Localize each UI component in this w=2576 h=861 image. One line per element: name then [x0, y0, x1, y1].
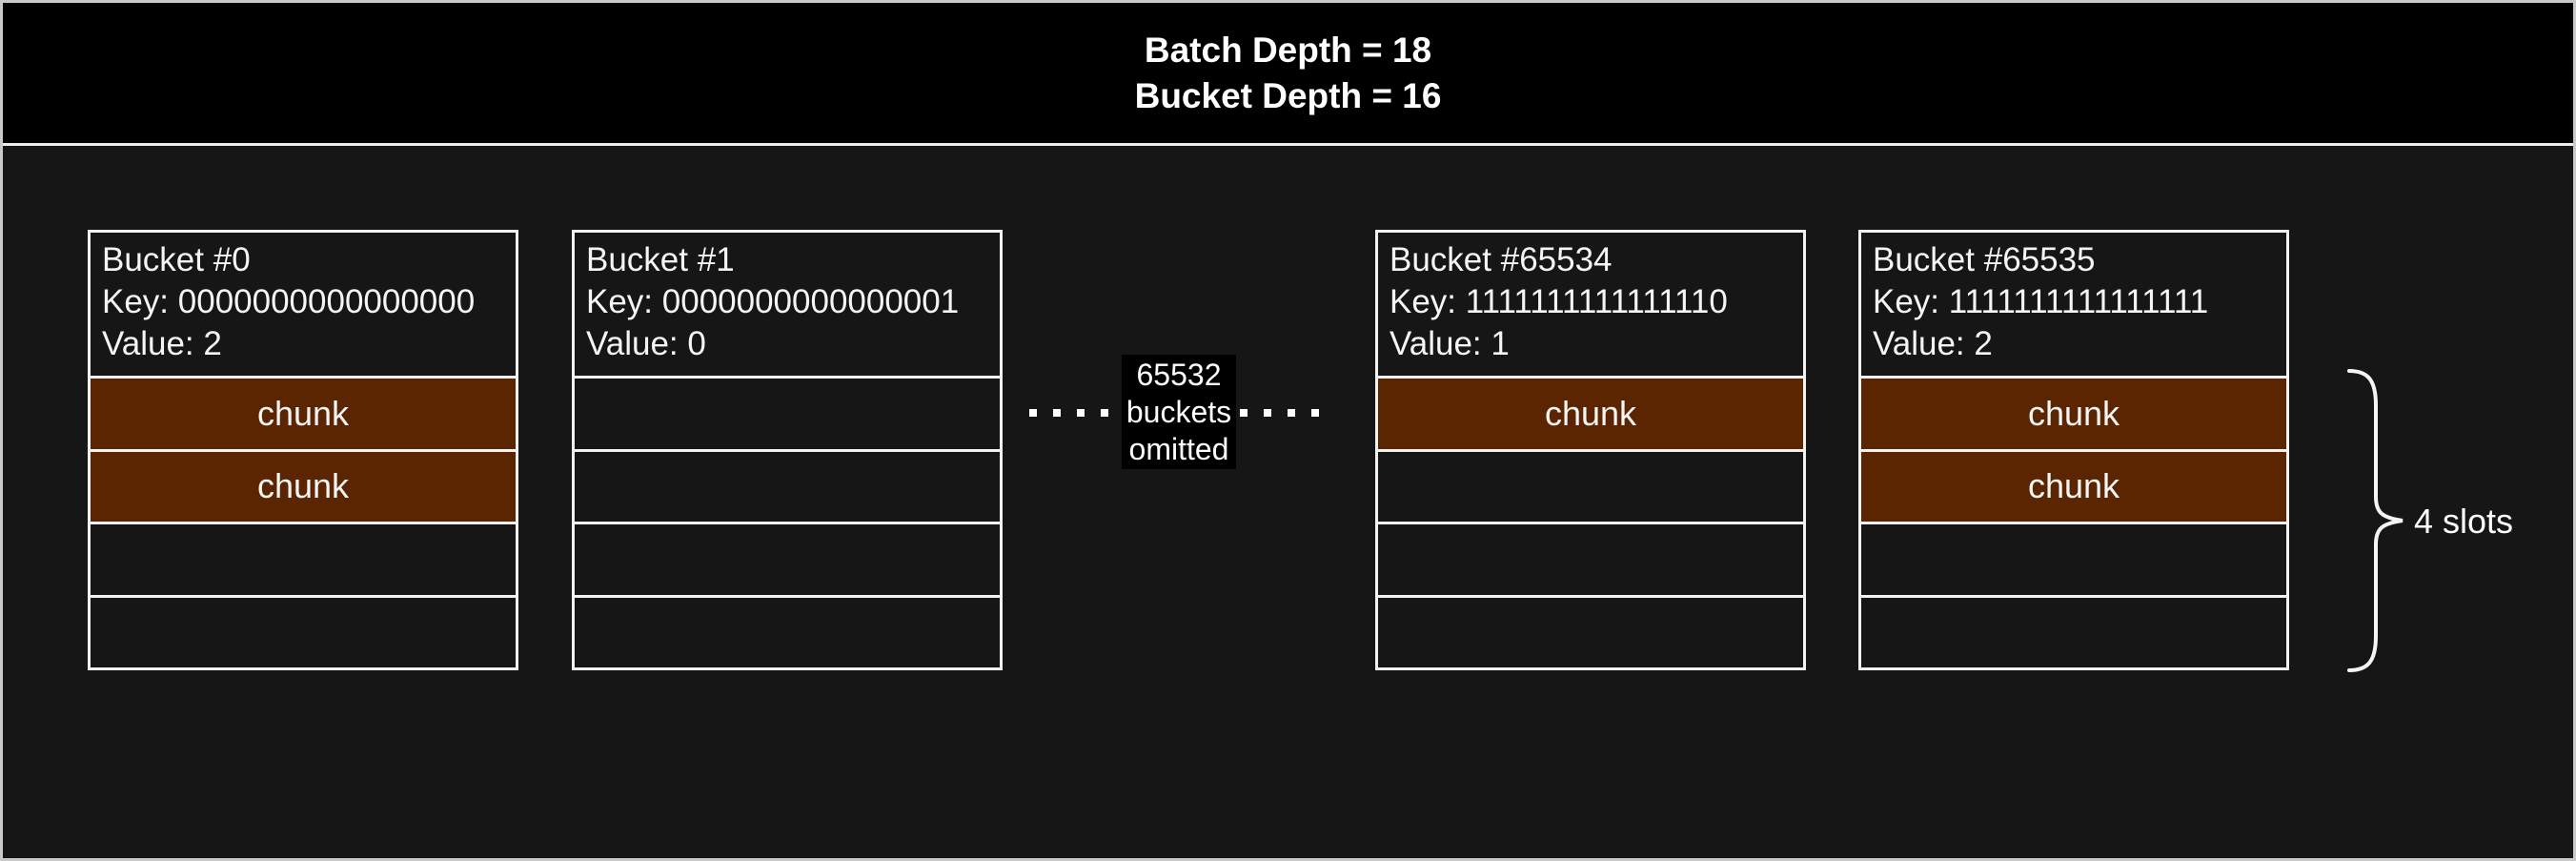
- bucket-0-slot-1: chunk: [91, 448, 516, 522]
- omitted-buckets-note: 65532 buckets omitted: [1122, 355, 1236, 469]
- ellipsis-dot: [1264, 409, 1271, 417]
- batch-depth-label: Batch Depth = 18: [1144, 30, 1432, 70]
- bucket-65535-slot-2: [1861, 522, 2286, 595]
- bucket-1-slot-0: [575, 376, 1000, 449]
- bucket-box-1: Bucket #1 Key: 0000000000000001 Value: 0: [572, 230, 1003, 670]
- bucket-65534-slot-2: [1378, 522, 1803, 595]
- bucket-1-key: Key: 0000000000000001: [586, 283, 960, 320]
- ellipsis-dot: [1311, 409, 1319, 417]
- slots-count-label: 4 slots: [2414, 502, 2514, 541]
- bucket-depth-label: Bucket Depth = 16: [1134, 75, 1442, 115]
- omitted-word-buckets: buckets: [1126, 394, 1232, 429]
- ellipsis-dot: [1240, 409, 1247, 417]
- bucket-1-header: Bucket #1 Key: 0000000000000001 Value: 0: [575, 233, 1000, 376]
- bucket-1-slot-3: [575, 594, 1000, 668]
- bucket-0-key: Key: 0000000000000000: [102, 283, 476, 320]
- omitted-count: 65532: [1136, 357, 1222, 392]
- bucket-65534-title: Bucket #65534: [1389, 241, 1613, 278]
- bucket-0-title: Bucket #0: [102, 241, 251, 278]
- bucket-1-slot-1: [575, 448, 1000, 523]
- ellipsis-dot: [1053, 409, 1061, 417]
- bucket-0-value: Value: 2: [102, 325, 222, 362]
- bucket-1-slot-2: [575, 522, 1000, 595]
- bucket-65534-slot-1: [1378, 448, 1803, 523]
- bucket-0-slot-2: [91, 522, 516, 595]
- bucket-65535-value: Value: 2: [1873, 325, 1993, 362]
- bucket-65534-value: Value: 1: [1389, 325, 1510, 362]
- bucket-box-65534: Bucket #65534 Key: 1111111111111110 Valu…: [1375, 230, 1806, 670]
- omitted-word-omitted: omitted: [1128, 431, 1229, 466]
- bucket-65535-slot-3: [1861, 594, 2286, 668]
- bucket-1-value: Value: 0: [586, 325, 706, 362]
- bucket-0-slot-0: chunk: [91, 376, 516, 449]
- header-banner: Batch Depth = 18 Bucket Depth = 16: [3, 3, 2573, 146]
- bucket-65535-title: Bucket #65535: [1873, 241, 2096, 278]
- bucket-1-title: Bucket #1: [586, 241, 735, 278]
- bucket-65535-header: Bucket #65535 Key: 1111111111111111 Valu…: [1861, 233, 2286, 376]
- ellipsis-dot: [1029, 409, 1037, 417]
- ellipsis-dot: [1288, 409, 1295, 417]
- bucket-0-header: Bucket #0 Key: 0000000000000000 Value: 2: [91, 233, 516, 376]
- ellipsis-dot: [1101, 409, 1108, 417]
- ellipsis-dot: [1077, 409, 1085, 417]
- bucket-65535-slot-0: chunk: [1861, 376, 2286, 449]
- bucket-65534-slot-0: chunk: [1378, 376, 1803, 449]
- bucket-0-slot-3: [91, 594, 516, 668]
- slots-brace-icon: [2347, 369, 2404, 672]
- bucket-box-65535: Bucket #65535 Key: 1111111111111111 Valu…: [1858, 230, 2289, 670]
- bucket-65534-slot-3: [1378, 594, 1803, 668]
- bucket-65534-key: Key: 1111111111111110: [1389, 283, 1728, 320]
- bucket-65534-header: Bucket #65534 Key: 1111111111111110 Valu…: [1378, 233, 1803, 376]
- bucket-65535-key: Key: 1111111111111111: [1873, 283, 2209, 320]
- bucket-box-0: Bucket #0 Key: 0000000000000000 Value: 2…: [88, 230, 518, 670]
- bucket-65535-slot-1: chunk: [1861, 448, 2286, 522]
